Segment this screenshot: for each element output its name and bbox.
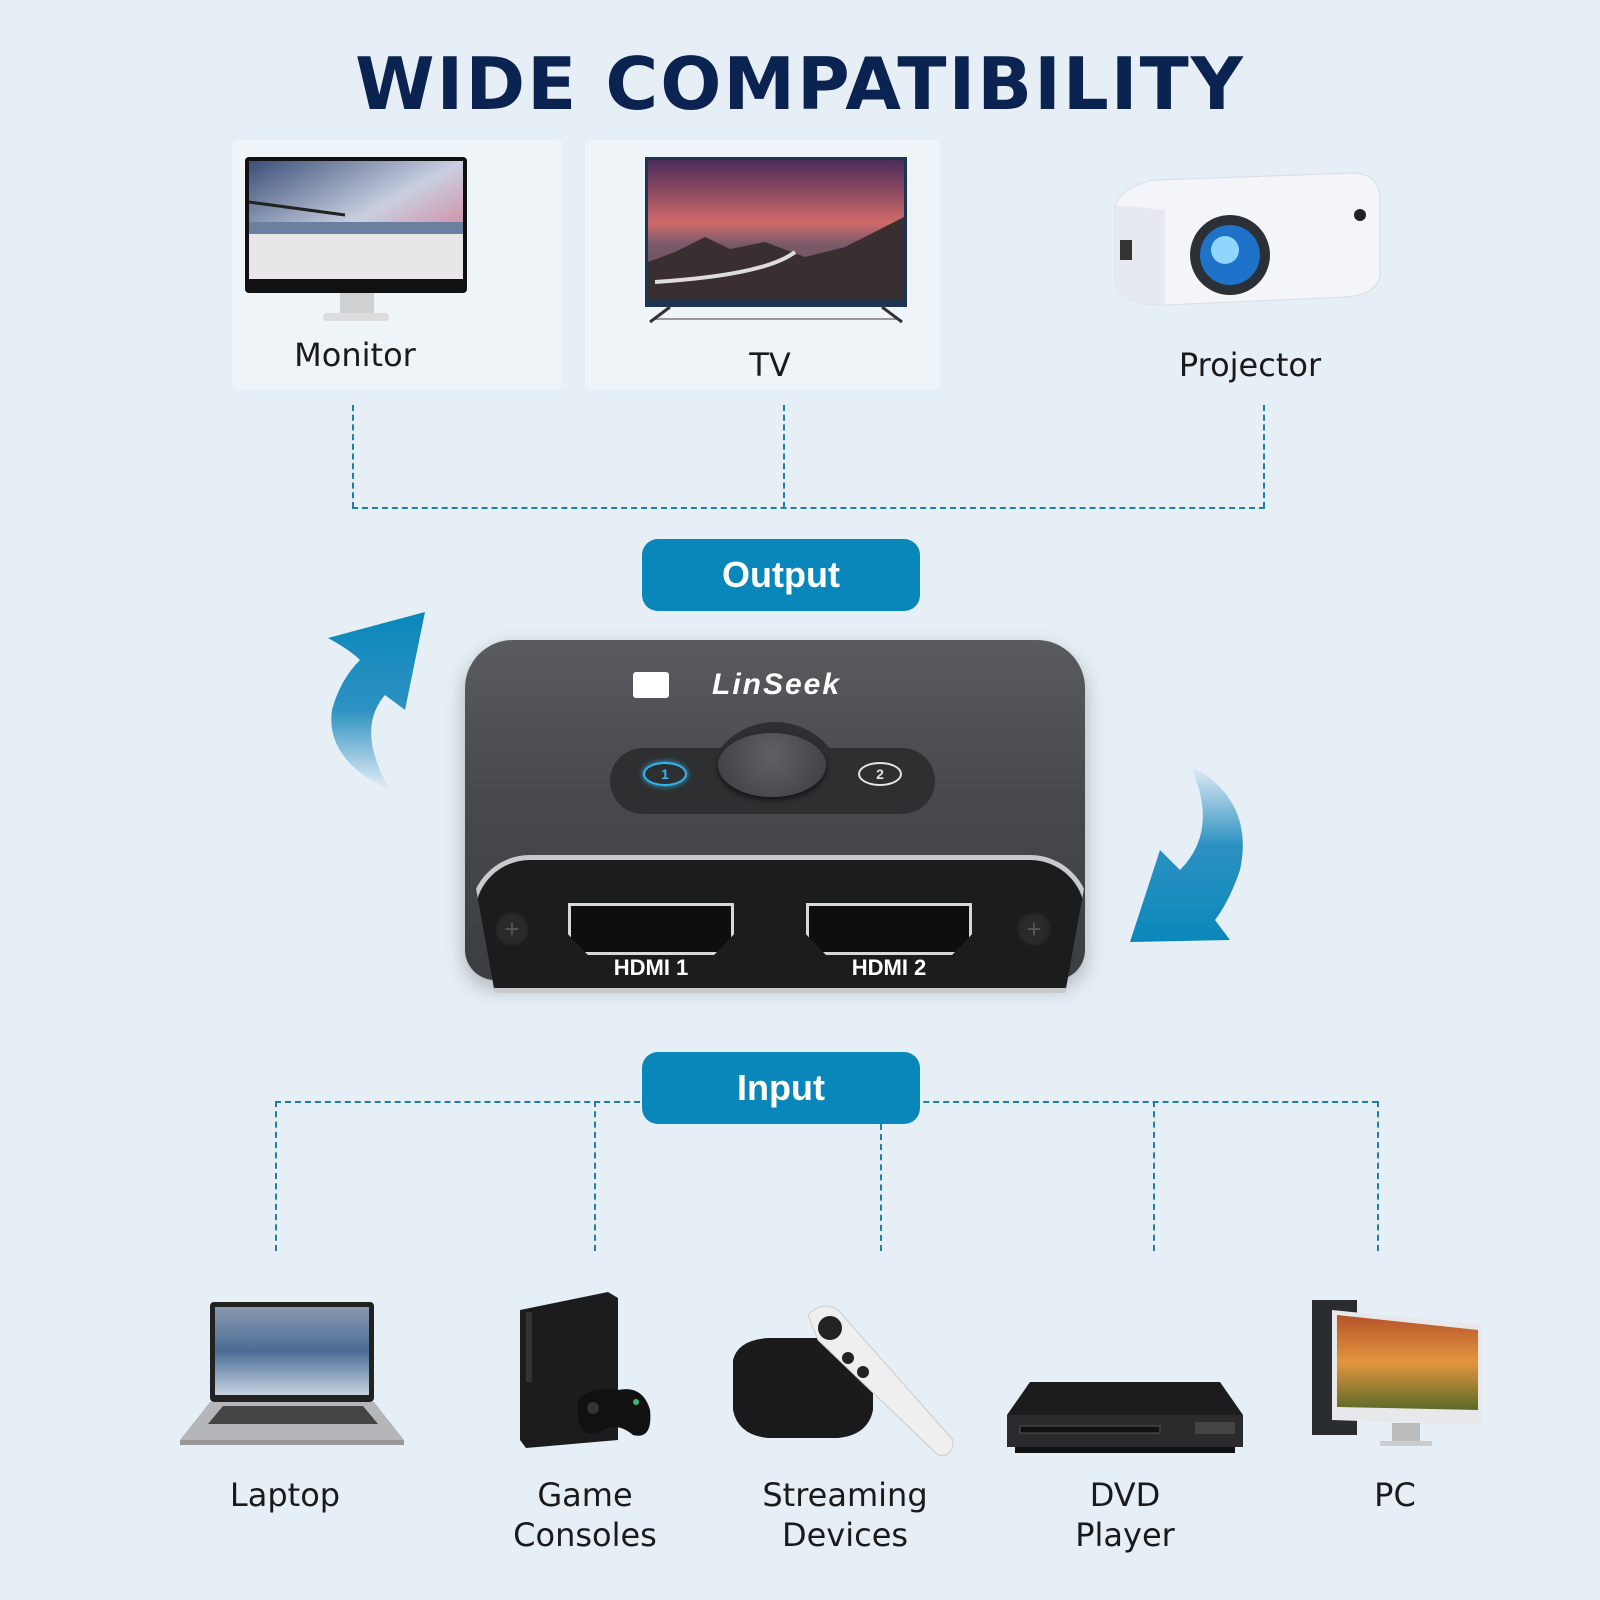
screw-left-icon: + (495, 912, 529, 946)
device-label-game-consoles: Game Consoles (513, 1476, 657, 1554)
device-label-laptop: Laptop (229, 1476, 341, 1514)
input-badge: Input (642, 1052, 920, 1124)
connector-tv (783, 405, 785, 508)
game-console-icon (518, 1290, 653, 1455)
pc-icon (1310, 1295, 1485, 1455)
connector-laptop (275, 1101, 277, 1251)
hdmi-port-2-label: HDMI 2 (851, 955, 927, 980)
page-title: WIDE COMPATIBILITY (355, 42, 1245, 126)
led-indicator-2: 2 (858, 762, 902, 786)
hdmi-port-1[interactable] (568, 903, 734, 955)
connector-output-bus (352, 507, 1265, 509)
arrow-down-icon (1130, 760, 1250, 945)
connector-monitor (352, 405, 354, 508)
connector-pc (1377, 1101, 1379, 1251)
projector-icon (1105, 165, 1385, 320)
hdmi-port-2[interactable] (806, 903, 972, 955)
brand-logo-icon (633, 672, 669, 698)
dvd-player-icon (1005, 1380, 1245, 1455)
screw-right-icon: + (1017, 912, 1051, 946)
port-panel (470, 855, 1090, 993)
device-label-dvd-player: DVD Player (1075, 1476, 1175, 1554)
led-indicator-1: 1 (643, 762, 687, 786)
device-label-tv: TV (749, 346, 791, 384)
switch-select-button[interactable] (718, 733, 826, 797)
output-badge: Output (642, 539, 920, 611)
device-label-streaming-devices: Streaming Devices (762, 1476, 928, 1554)
connector-projector (1263, 405, 1265, 508)
laptop-icon (178, 1300, 406, 1450)
monitor-icon (245, 157, 467, 321)
connector-dvd-player (1153, 1101, 1155, 1251)
hdmi-port-1-label: HDMI 1 (613, 955, 689, 980)
brand-name: LinSeek (712, 668, 842, 701)
connector-streaming-devices (880, 1124, 882, 1251)
tv-icon (645, 157, 907, 327)
device-label-projector: Projector (1178, 346, 1322, 384)
streaming-box-icon (728, 1300, 958, 1460)
device-label-monitor: Monitor (294, 336, 416, 374)
connector-game-consoles (594, 1101, 596, 1251)
device-label-pc: PC (1374, 1476, 1416, 1514)
arrow-up-icon (320, 610, 430, 795)
